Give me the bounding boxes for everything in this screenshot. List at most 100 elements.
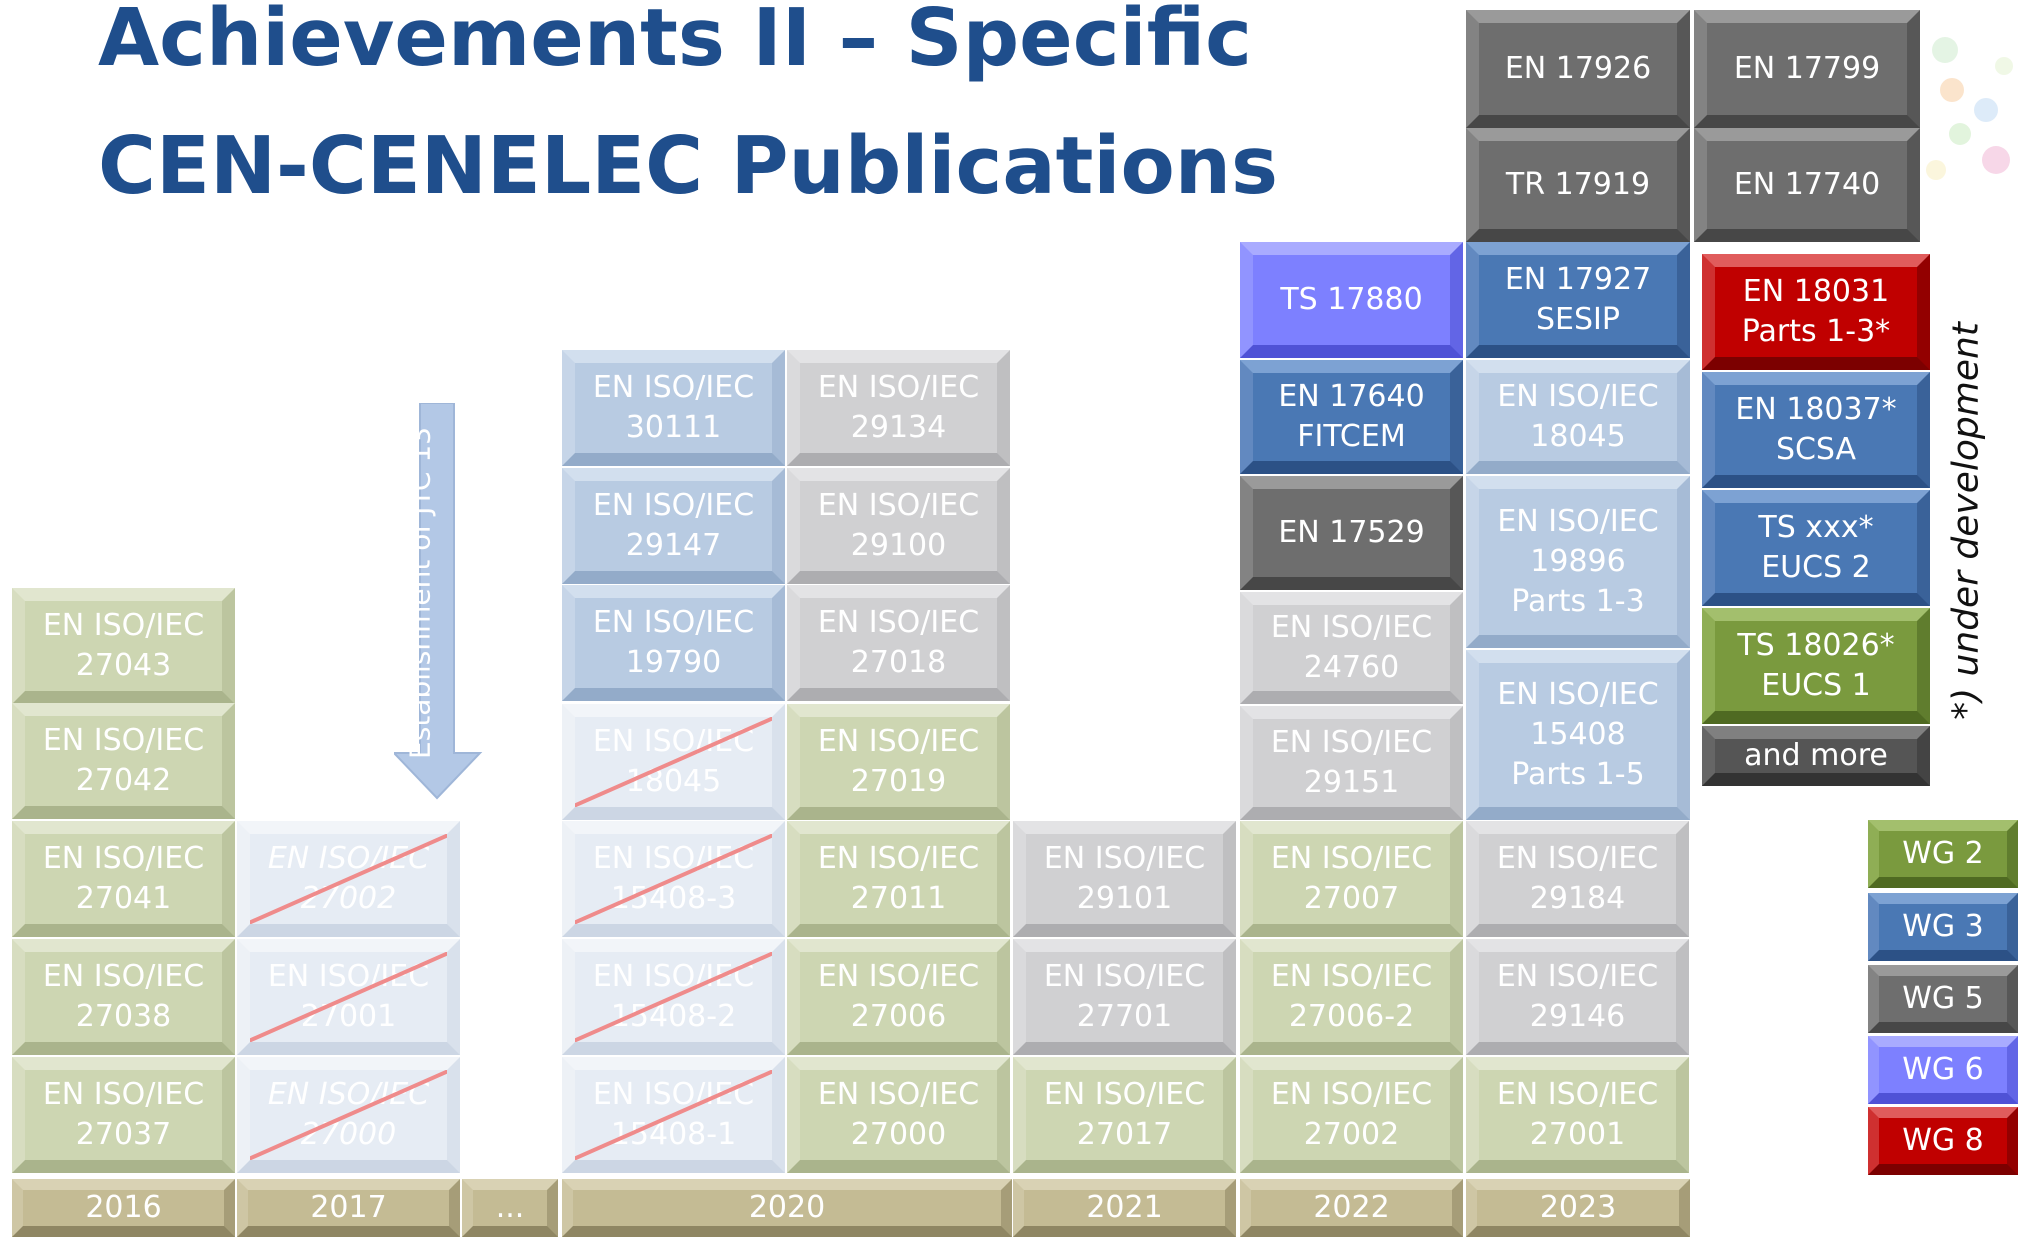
publication-en-iso-iec-27019: EN ISO/IEC 27019 — [787, 704, 1010, 820]
year-bar-2016: 2016 — [12, 1179, 235, 1237]
publication-en-17799: EN 17799 — [1694, 10, 1920, 128]
box-label: EN ISO/IEC 29100 — [817, 488, 980, 563]
publication-en-iso-iec-27001-2017: EN ISO/IEC 27001 — [237, 939, 460, 1055]
publication-ts-xxx-eucs2: TS xxx* EUCS 2 — [1702, 490, 1930, 606]
box-label: EN ISO/IEC 29146 — [1496, 959, 1659, 1034]
publication-en-17926: EN 17926 — [1466, 10, 1690, 128]
box-label: EN ISO/IEC 27041 — [42, 841, 205, 916]
publication-en-iso-iec-15408-1: EN ISO/IEC 15408-1 — [562, 1057, 785, 1173]
publication-en-iso-iec-27011: EN ISO/IEC 27011 — [787, 821, 1010, 937]
publication-en-iso-iec-27042: EN ISO/IEC 27042 — [12, 703, 235, 819]
year-bar-2020: 2020 — [562, 1179, 1012, 1237]
publication-en-iso-iec-27041: EN ISO/IEC 27041 — [12, 821, 235, 937]
publication-en-iso-iec-27701: EN ISO/IEC 27701 — [1013, 939, 1236, 1055]
publication-en-iso-iec-15408-2: EN ISO/IEC 15408-2 — [562, 939, 785, 1055]
box-label: 2016 — [85, 1190, 162, 1225]
box-label: EN ISO/IEC 27002 — [1270, 1077, 1433, 1152]
box-label: WG 6 — [1902, 1052, 1984, 1087]
box-label: EN ISO/IEC 27007 — [1270, 841, 1433, 916]
decorative-logo-icon — [1926, 37, 2013, 180]
box-label: TS xxx* EUCS 2 — [1758, 510, 1874, 585]
box-label: EN ISO/IEC 27011 — [817, 841, 980, 916]
box-label: and more — [1744, 738, 1888, 773]
jtc13-arrow-icon — [394, 403, 483, 800]
box-label: EN ISO/IEC 15408-1 — [592, 1077, 755, 1152]
box-label: EN ISO/IEC 27001 — [267, 959, 430, 1034]
publication-en-iso-iec-27001-2023: EN ISO/IEC 27001 — [1466, 1057, 1689, 1173]
box-label: EN ISO/IEC 27019 — [817, 724, 980, 799]
box-label: EN ISO/IEC 24760 — [1270, 610, 1433, 685]
publication-en-17529: EN 17529 — [1240, 476, 1463, 590]
publication-en-iso-iec-15408: EN ISO/IEC 15408 Parts 1-5 — [1466, 650, 1690, 820]
box-label: TS 17880 — [1280, 282, 1423, 317]
publication-en-iso-iec-27017: EN ISO/IEC 27017 — [1013, 1057, 1236, 1173]
publication-and-more: and more — [1702, 726, 1930, 786]
box-label: EN ISO/IEC 19790 — [592, 605, 755, 680]
box-label: TS 18026* EUCS 1 — [1737, 628, 1895, 703]
box-label: EN ISO/IEC 27042 — [42, 723, 205, 798]
box-label: ... — [495, 1190, 525, 1225]
publication-en-iso-iec-30111: EN ISO/IEC 30111 — [562, 350, 785, 466]
publication-en-iso-iec-18045-2020: EN ISO/IEC 18045 — [562, 704, 785, 820]
publication-en-iso-iec-27038: EN ISO/IEC 27038 — [12, 939, 235, 1055]
box-label: EN 17740 — [1733, 167, 1881, 202]
box-label: EN ISO/IEC 29147 — [592, 488, 755, 563]
box-label: 2023 — [1539, 1190, 1617, 1225]
box-label: EN ISO/IEC 27018 — [817, 605, 980, 680]
box-label: EN ISO/IEC 27701 — [1043, 959, 1206, 1034]
legend-wg-2: WG 2 — [1868, 820, 2018, 888]
box-label: EN ISO/IEC 19896 Parts 1-3 — [1497, 504, 1659, 619]
box-label: EN ISO/IEC 15408-2 — [592, 959, 755, 1034]
legend-wg-6: WG 6 — [1868, 1036, 2018, 1104]
publication-en-18037: EN 18037* SCSA — [1702, 372, 1930, 488]
publication-en-iso-iec-27000-2020: EN ISO/IEC 27000 — [787, 1057, 1010, 1173]
box-label: EN 17640 FITCEM — [1278, 379, 1425, 454]
year-bar-2021: 2021 — [1013, 1179, 1236, 1237]
year-bar-2017: 2017 — [237, 1179, 460, 1237]
box-label: EN 17529 — [1278, 515, 1425, 550]
publication-en-iso-iec-29151: EN ISO/IEC 29151 — [1240, 706, 1463, 820]
publication-en-iso-iec-27000-2017: EN ISO/IEC 27000 — [237, 1057, 460, 1173]
publication-en-iso-iec-29101: EN ISO/IEC 29101 — [1013, 821, 1236, 937]
box-label: EN ISO/IEC 27038 — [42, 959, 205, 1034]
publication-en-iso-iec-27018: EN ISO/IEC 27018 — [787, 585, 1010, 701]
publication-en-iso-iec-27002: EN ISO/IEC 27002 — [237, 821, 460, 937]
box-label: EN ISO/IEC 15408 Parts 1-5 — [1497, 677, 1659, 792]
publication-en-iso-iec-27002-2022: EN ISO/IEC 27002 — [1240, 1057, 1463, 1173]
box-label: EN ISO/IEC 15408-3 — [592, 841, 755, 916]
box-label: WG 3 — [1902, 909, 1984, 944]
publication-en-iso-iec-27043: EN ISO/IEC 27043 — [12, 588, 235, 704]
year-bar-2022: 2022 — [1240, 1179, 1463, 1237]
publication-en-18031: EN 18031 Parts 1-3* — [1702, 254, 1930, 370]
publication-en-17640: EN 17640 FITCEM — [1240, 360, 1463, 474]
box-label: EN 18037* SCSA — [1735, 392, 1897, 467]
box-label: EN ISO/IEC 27017 — [1043, 1077, 1206, 1152]
box-label: EN ISO/IEC 27001 — [1496, 1077, 1659, 1152]
box-label: EN 17926 — [1504, 51, 1652, 86]
publication-en-iso-iec-29147: EN ISO/IEC 29147 — [562, 468, 785, 584]
box-label: EN ISO/IEC 27037 — [42, 1077, 205, 1152]
box-label: EN ISO/IEC 27006-2 — [1270, 959, 1433, 1034]
title-line-2: CEN-CENELEC Publications — [98, 120, 1279, 212]
box-label: 2020 — [748, 1190, 826, 1225]
publication-en-iso-iec-27037: EN ISO/IEC 27037 — [12, 1057, 235, 1173]
publication-en-iso-iec-29184: EN ISO/IEC 29184 — [1466, 821, 1689, 937]
box-label: EN 17927 SESIP — [1504, 262, 1652, 337]
publication-en-17927: EN 17927 SESIP — [1466, 242, 1690, 358]
publication-en-iso-iec-19790: EN ISO/IEC 19790 — [562, 585, 785, 701]
legend-wg-8: WG 8 — [1868, 1107, 2018, 1175]
box-label: EN ISO/IEC 29184 — [1496, 841, 1659, 916]
publication-en-iso-iec-27006-2: EN ISO/IEC 27006-2 — [1240, 939, 1463, 1055]
box-label: 2022 — [1313, 1190, 1390, 1225]
box-label: TR 17919 — [1505, 167, 1651, 202]
box-label: WG 5 — [1902, 981, 1984, 1016]
box-label: EN ISO/IEC 27002 — [267, 841, 430, 916]
publication-en-iso-iec-27007: EN ISO/IEC 27007 — [1240, 821, 1463, 937]
publication-en-iso-iec-29146: EN ISO/IEC 29146 — [1466, 939, 1689, 1055]
publication-en-iso-iec-27006: EN ISO/IEC 27006 — [787, 939, 1010, 1055]
title-line-1: Achievements II – Specific — [98, 0, 1252, 84]
publication-en-iso-iec-19896: EN ISO/IEC 19896 Parts 1-3 — [1466, 476, 1690, 648]
box-label: EN ISO/IEC 27000 — [817, 1077, 980, 1152]
box-label: EN ISO/IEC 27006 — [817, 959, 980, 1034]
box-label: EN 18031 Parts 1-3* — [1741, 274, 1891, 349]
